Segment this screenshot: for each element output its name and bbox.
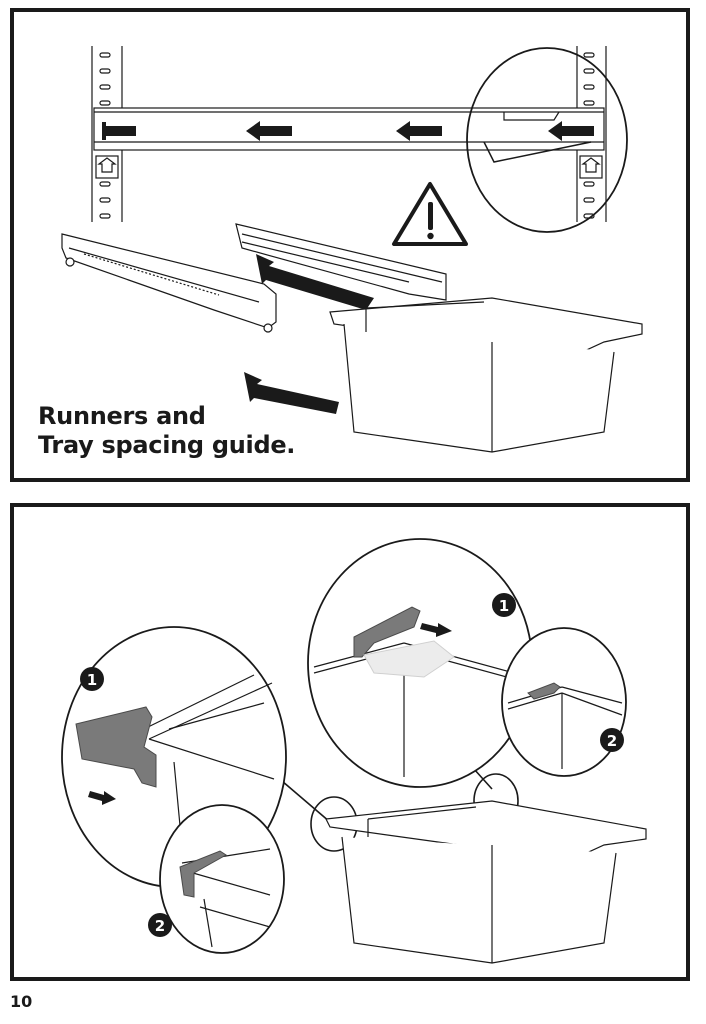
step-badge-left-1: 1 [80,667,104,691]
svg-text:1: 1 [87,671,97,689]
arrow-right-icon [420,623,452,637]
arrow-right-icon [88,791,116,805]
caption-line-2: Tray spacing guide. [38,431,296,459]
right-detail-circle-step-2 [501,627,627,777]
section-caption: Runners and Tray spacing guide. [38,402,295,460]
clip-part [527,682,561,700]
left-upright [91,46,123,222]
svg-text:1: 1 [499,597,509,615]
clip-part [353,606,421,658]
tray [329,297,643,453]
step-badge-right-1: 1 [492,593,516,617]
page-number: 10 [10,992,33,1011]
caption-line-1: Runners and [38,402,206,430]
right-detail-circle-step-1 [307,538,533,788]
svg-text:2: 2 [155,917,165,935]
loose-runners [61,223,447,333]
arrow-left-icon [102,121,594,141]
right-upright [576,46,607,222]
arrow-right-icon [244,254,374,414]
tray-clip-illustration-panel: 1 2 1 2 [10,503,690,981]
clip-ghost [363,640,455,678]
clip-part [75,706,157,788]
svg-text:2: 2 [607,732,617,750]
runner-rail [93,107,605,163]
runners-illustration-panel: Runners and Tray spacing guide. [10,8,690,482]
warning-triangle-icon [392,182,468,246]
step-badge-right-2: 2 [600,728,624,752]
tray [325,800,647,964]
left-detail-circle-step-2 [159,804,285,954]
runners-diagram [61,46,643,453]
step-badge-left-2: 2 [148,913,172,937]
clip-part [179,850,227,898]
detail-circle [466,47,628,233]
tray-clip-diagram: 1 2 1 2 [61,538,647,964]
